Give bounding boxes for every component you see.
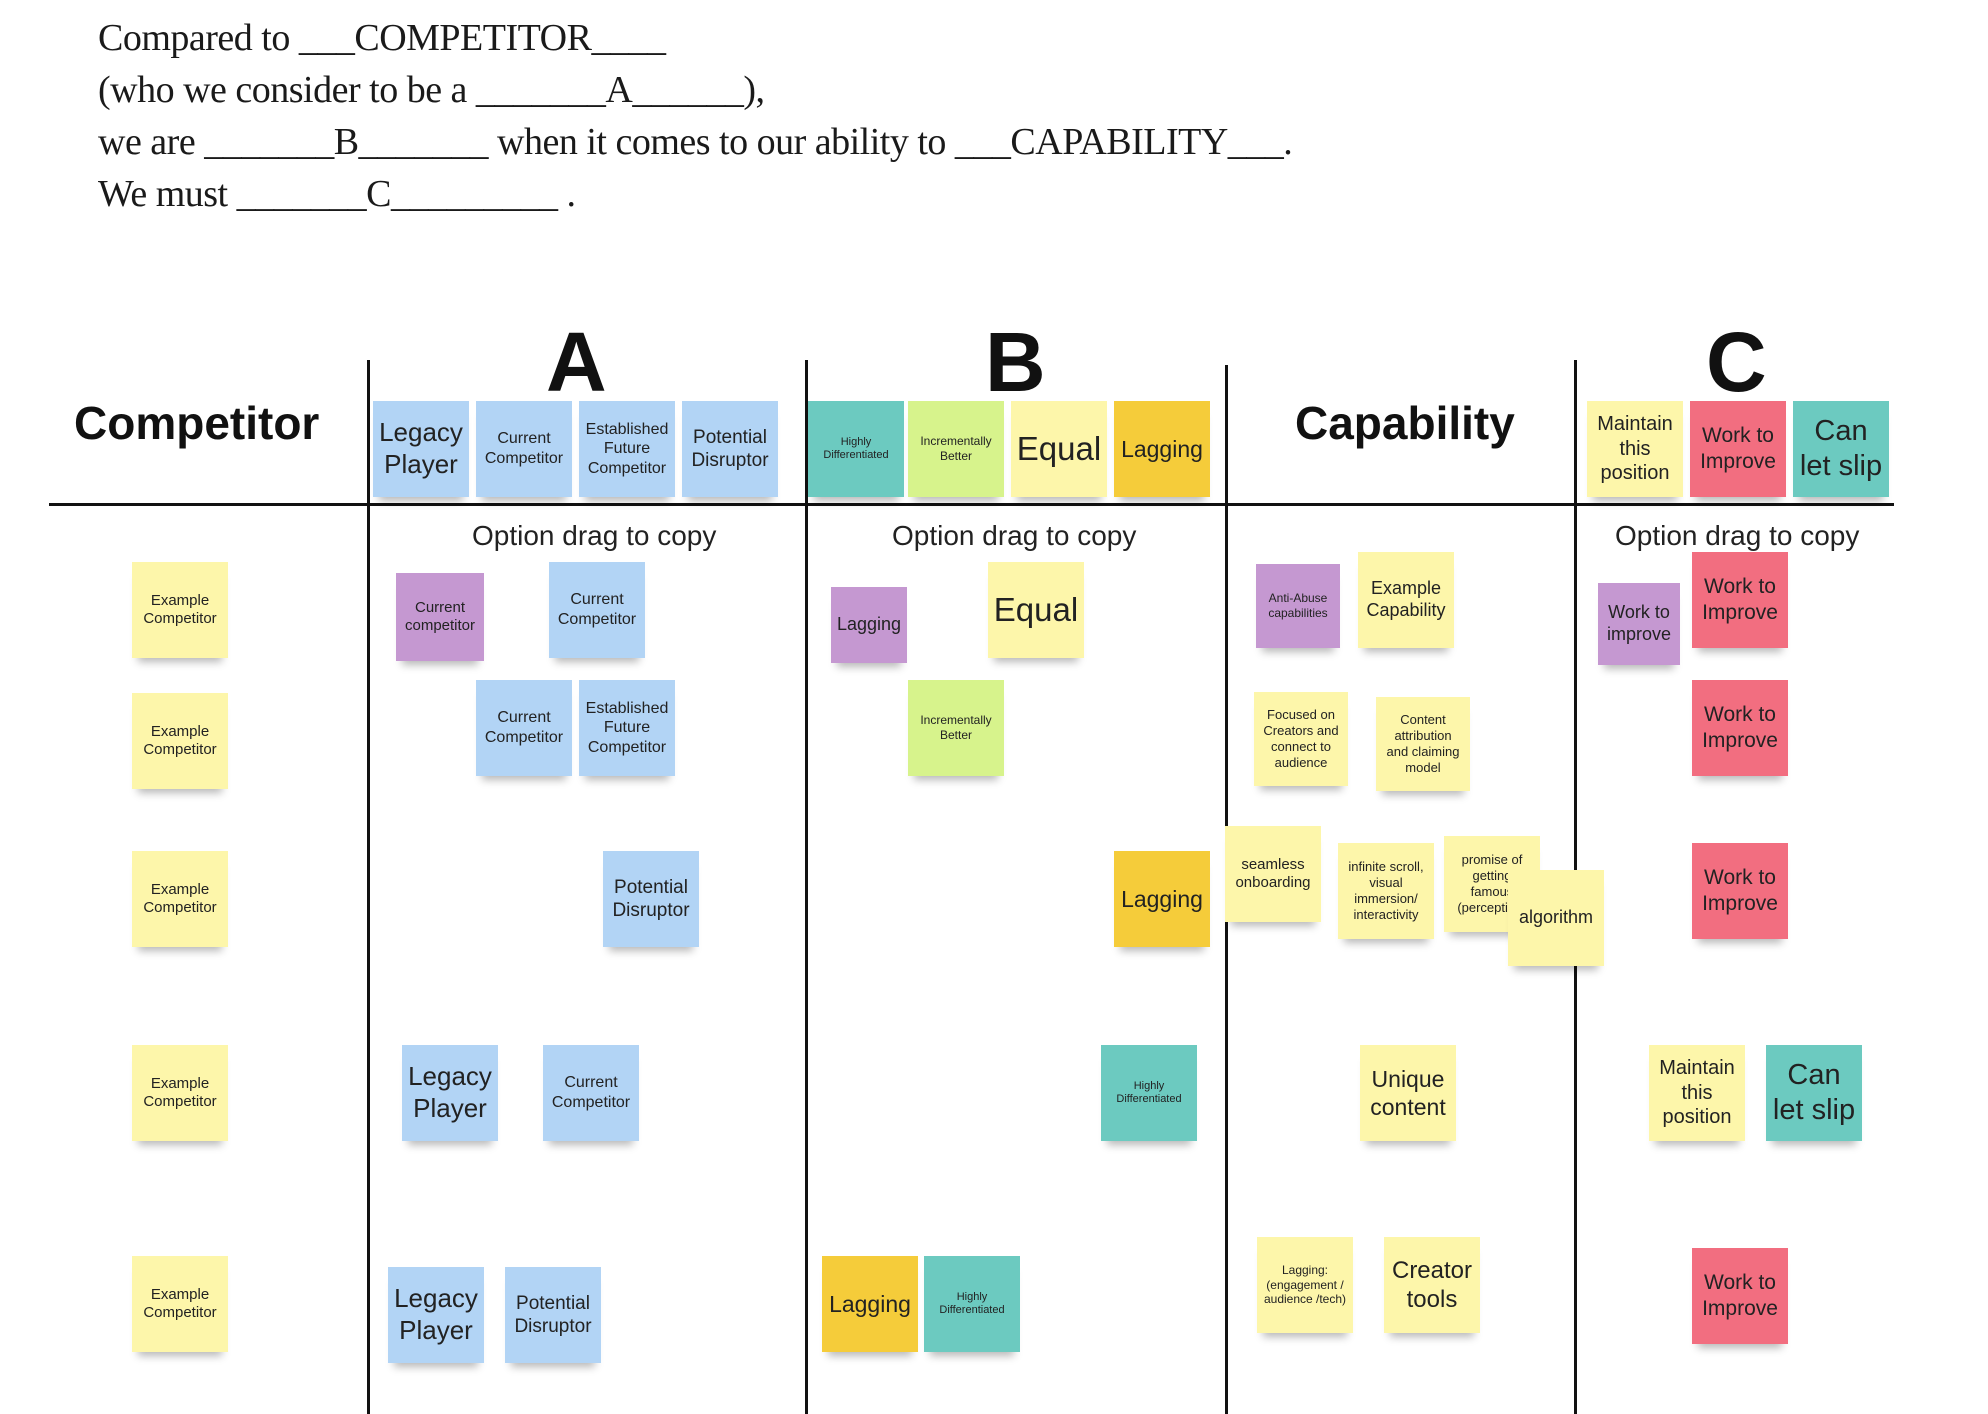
sticky-note-c-r3-improve[interactable]: Work to Improve — [1692, 843, 1788, 939]
sticky-note-cap-example[interactable]: Example Capability — [1358, 552, 1454, 648]
header-divider — [49, 503, 1894, 506]
sticky-note-b-legend-equal[interactable]: Equal — [1011, 401, 1107, 497]
sticky-note-b-r2-incremental[interactable]: Incrementally Better — [908, 680, 1004, 776]
sticky-note-b-legend-incremental[interactable]: Incrementally Better — [908, 401, 1004, 497]
sticky-note-b-r4-highly[interactable]: Highly Differentiated — [1101, 1045, 1197, 1141]
sticky-note-cap-unique[interactable]: Unique content — [1360, 1045, 1456, 1141]
sticky-note-c-r1-improve-purple[interactable]: Work to improve — [1598, 583, 1680, 665]
sticky-note-c-r4-maintain[interactable]: Maintain this position — [1649, 1045, 1745, 1141]
prompt-line-3: we are _______B_______ when it comes to … — [98, 121, 1293, 163]
sticky-note-a-r2-established[interactable]: Established Future Competitor — [579, 680, 675, 776]
prompt-line-4: We must _______C_________ . — [98, 173, 576, 215]
sticky-note-a-r5-disruptor[interactable]: Potential Disruptor — [505, 1267, 601, 1363]
sticky-note-a-r4-legacy[interactable]: Legacy Player — [402, 1045, 498, 1141]
sticky-note-b-r1-lagging-purple[interactable]: Lagging — [831, 587, 907, 663]
sticky-note-cap-attribution[interactable]: Content attribution and claiming model — [1376, 697, 1470, 791]
sticky-note-c-r5-improve[interactable]: Work to Improve — [1692, 1248, 1788, 1344]
sticky-note-b-r5-highly[interactable]: Highly Differentiated — [924, 1256, 1020, 1352]
sticky-note-cap-creators[interactable]: Focused on Creators and connect to audie… — [1254, 692, 1348, 786]
sticky-note-comp-2[interactable]: Example Competitor — [132, 693, 228, 789]
sticky-note-cap-scroll[interactable]: infinite scroll, visual immersion/ inter… — [1338, 843, 1434, 939]
sticky-note-cap-lagging[interactable]: Lagging: (engagement / audience /tech) — [1257, 1237, 1353, 1333]
drag-hint-a: Option drag to copy — [472, 520, 717, 551]
sticky-note-comp-3[interactable]: Example Competitor — [132, 851, 228, 947]
sticky-note-comp-4[interactable]: Example Competitor — [132, 1045, 228, 1141]
prompt-line-2: (who we consider to be a _______A______)… — [98, 69, 765, 111]
sticky-note-cap-antiabuse[interactable]: Anti-Abuse capabilities — [1256, 564, 1340, 648]
sticky-note-c-r4-letslip[interactable]: Can let slip — [1766, 1045, 1862, 1141]
sticky-note-b-legend-lagging[interactable]: Lagging — [1114, 401, 1210, 497]
column-divider-b — [805, 360, 808, 1414]
sticky-note-c-r1-improve[interactable]: Work to Improve — [1692, 552, 1788, 648]
sticky-note-b-legend-highly[interactable]: Highly Differentiated — [808, 401, 904, 497]
sticky-note-b-r5-lagging[interactable]: Lagging — [822, 1256, 918, 1352]
sticky-note-comp-5[interactable]: Example Competitor — [132, 1256, 228, 1352]
sticky-note-a-r1-current-purple[interactable]: Current competitor — [396, 573, 484, 661]
sticky-note-a-r3-disruptor[interactable]: Potential Disruptor — [603, 851, 699, 947]
column-heading-c: C — [1706, 315, 1767, 409]
column-heading-competitor: Competitor — [74, 397, 320, 449]
sticky-note-a-r4-current[interactable]: Current Competitor — [543, 1045, 639, 1141]
sticky-note-b-r3-lagging[interactable]: Lagging — [1114, 851, 1210, 947]
sticky-note-a-r1-current[interactable]: Current Competitor — [549, 562, 645, 658]
sticky-note-cap-creator-tools[interactable]: Creator tools — [1384, 1237, 1480, 1333]
sticky-note-c-legend-letslip[interactable]: Can let slip — [1793, 401, 1889, 497]
sticky-note-c-legend-improve[interactable]: Work to Improve — [1690, 401, 1786, 497]
sticky-note-a-legend-current[interactable]: Current Competitor — [476, 401, 572, 497]
sticky-note-a-r5-legacy[interactable]: Legacy Player — [388, 1267, 484, 1363]
sticky-note-b-r1-equal[interactable]: Equal — [988, 562, 1084, 658]
sticky-note-cap-algorithm[interactable]: algorithm — [1508, 870, 1604, 966]
sticky-note-a-legend-legacy[interactable]: Legacy Player — [373, 401, 469, 497]
sticky-note-a-legend-established[interactable]: Established Future Competitor — [579, 401, 675, 497]
prompt-template: Compared to ___COMPETITOR____ (who we con… — [98, 12, 1293, 220]
column-heading-b: B — [985, 315, 1046, 409]
sticky-note-c-legend-maintain[interactable]: Maintain this position — [1587, 401, 1683, 497]
column-heading-capability: Capability — [1295, 397, 1515, 449]
sticky-note-a-legend-disruptor[interactable]: Potential Disruptor — [682, 401, 778, 497]
sticky-note-comp-1[interactable]: Example Competitor — [132, 562, 228, 658]
sticky-note-cap-onboarding[interactable]: seamless onboarding — [1225, 826, 1321, 922]
column-divider-a — [367, 360, 370, 1414]
drag-hint-b: Option drag to copy — [892, 520, 1137, 551]
drag-hint-c: Option drag to copy — [1615, 520, 1860, 551]
sticky-note-c-r2-improve[interactable]: Work to Improve — [1692, 680, 1788, 776]
sticky-note-a-r2-current[interactable]: Current Competitor — [476, 680, 572, 776]
column-heading-a: A — [546, 315, 607, 409]
prompt-line-1: Compared to ___COMPETITOR____ — [98, 17, 666, 59]
